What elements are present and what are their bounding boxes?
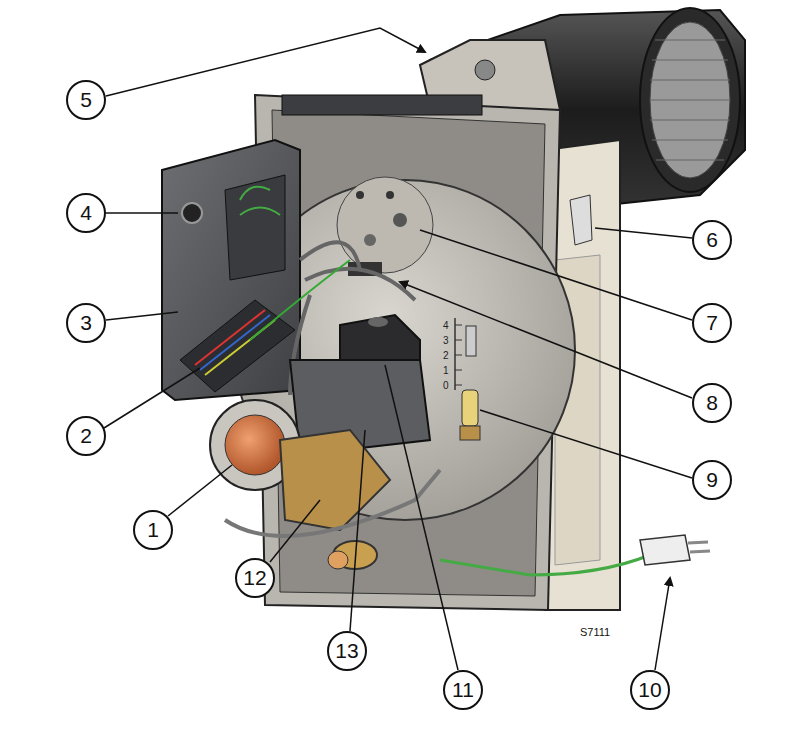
callout-number: 8 (692, 383, 732, 423)
callout-number: 1 (133, 510, 173, 550)
callout-number: 10 (630, 670, 670, 710)
callout-number: 2 (66, 416, 106, 456)
callout-number: 12 (235, 558, 275, 598)
scale-number: 4 (443, 320, 449, 331)
callout-number: 5 (66, 80, 106, 120)
callout-number: 7 (692, 303, 732, 343)
scale-number: 3 (443, 335, 449, 346)
callout-number: 9 (692, 460, 732, 500)
scale-number: 0 (443, 380, 449, 391)
scale-number: 2 (443, 350, 449, 361)
scale-number: 1 (443, 365, 449, 376)
callout-number: 13 (327, 631, 367, 671)
callout-number: 4 (66, 193, 106, 233)
callout-number: 3 (66, 303, 106, 343)
callout-number: 11 (443, 670, 483, 710)
callout-number: 6 (692, 220, 732, 260)
figure-code: S7111 (578, 626, 612, 638)
